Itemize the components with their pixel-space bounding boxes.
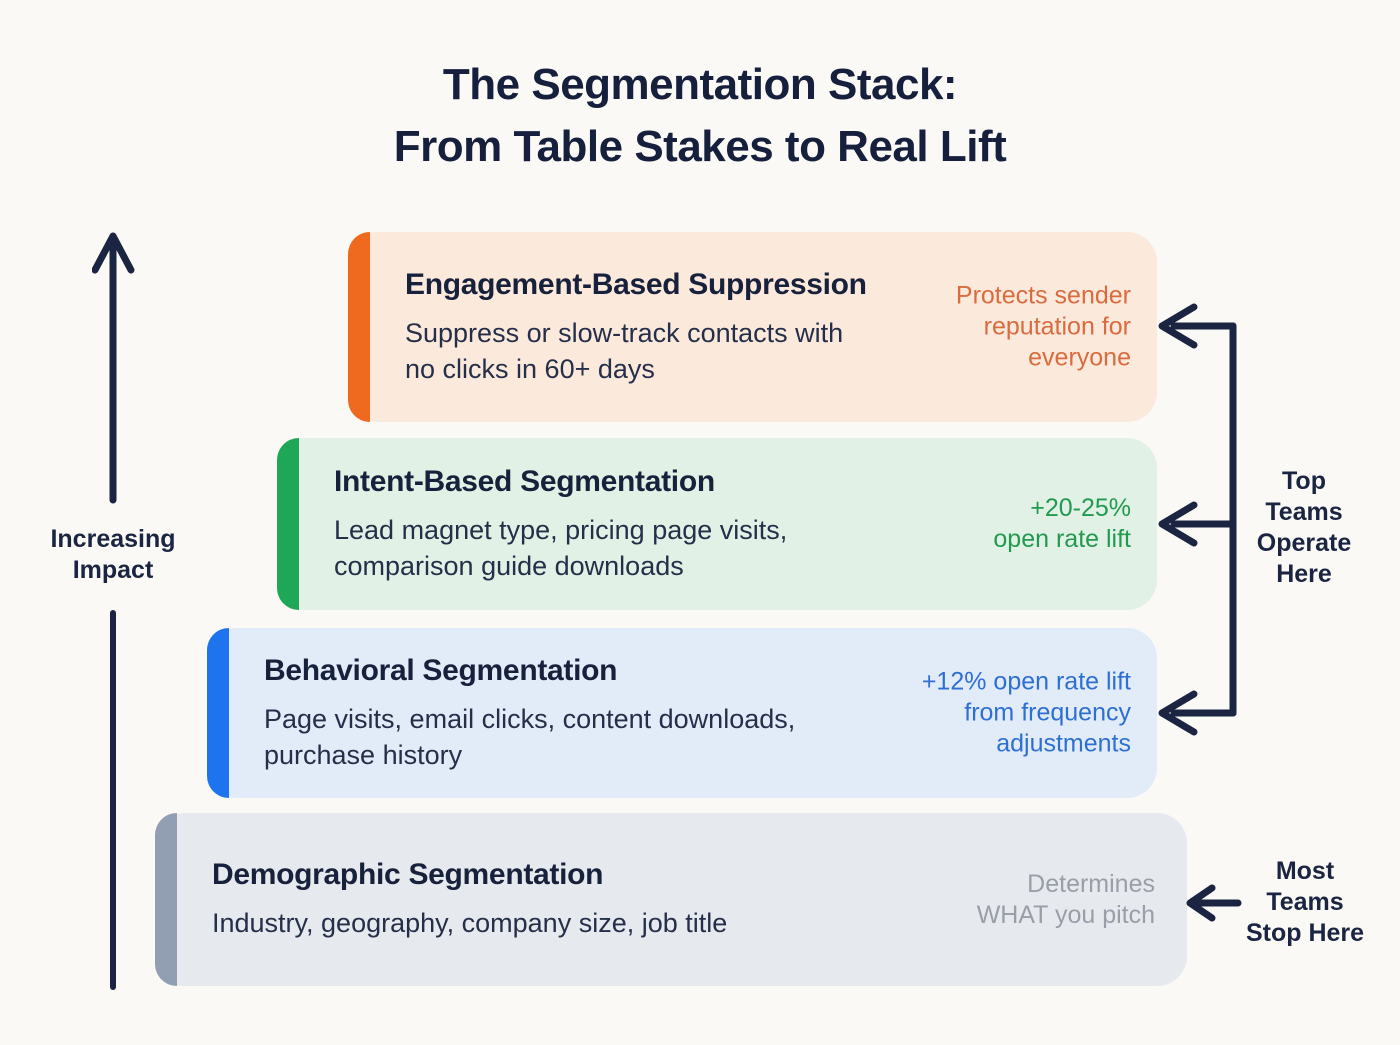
top-teams-label-line: Top bbox=[1282, 467, 1326, 495]
layer-note-line: everyone bbox=[1028, 343, 1131, 372]
accent-bar-orange bbox=[348, 232, 370, 422]
most-teams-label: Most Teams Stop Here bbox=[1245, 856, 1365, 949]
layer-title: Intent-Based Segmentation bbox=[334, 464, 715, 498]
layer-note: +12% open rate lift from frequency adjus… bbox=[922, 667, 1131, 760]
layer-note-line: reputation for bbox=[983, 312, 1131, 341]
top-teams-label-line: Here bbox=[1276, 560, 1332, 588]
top-teams-bracket-arrows-icon bbox=[1158, 303, 1237, 736]
accent-bar-green bbox=[277, 438, 299, 610]
layer-note: +20-25% open rate lift bbox=[993, 493, 1131, 555]
layer-title: Demographic Segmentation bbox=[212, 858, 604, 891]
layer-note-line: open rate lift bbox=[993, 525, 1131, 553]
increasing-impact-arrow-icon bbox=[92, 232, 135, 504]
layer-note-line: adjustments bbox=[996, 729, 1131, 758]
top-teams-label: Top Teams Operate Here bbox=[1252, 466, 1356, 590]
accent-bar-gray bbox=[155, 813, 177, 986]
layer-note: Determines WHAT you pitch bbox=[977, 869, 1155, 931]
layer-description: Lead magnet type, pricing page visits, c… bbox=[334, 512, 887, 584]
accent-bar-blue bbox=[207, 628, 229, 798]
layer-description-line: Page visits, email clicks, content downl… bbox=[264, 703, 796, 734]
increasing-impact-label-line-1: Increasing bbox=[50, 525, 176, 553]
layer-description-line: no clicks in 60+ days bbox=[405, 353, 655, 384]
layer-description: Industry, geography, company size, job t… bbox=[212, 905, 917, 941]
top-teams-label-line: Operate bbox=[1256, 529, 1352, 557]
layer-note-line: +20-25% bbox=[1030, 494, 1131, 522]
layer-card-behavioral-segmentation: Behavioral Segmentation Page visits, ema… bbox=[207, 628, 1157, 798]
layer-note-line: WHAT you pitch bbox=[976, 900, 1155, 929]
layer-description-line: comparison guide downloads bbox=[334, 550, 684, 581]
layer-note-line: Protects sender bbox=[955, 281, 1131, 310]
most-teams-label-line: Stop Here bbox=[1245, 919, 1365, 947]
layer-note-line: Determines bbox=[1027, 869, 1155, 898]
layer-title: Behavioral Segmentation bbox=[264, 653, 618, 687]
layer-note: Protects sender reputation for everyone bbox=[956, 281, 1131, 374]
layer-card-engagement-suppression: Engagement-Based Suppression Suppress or… bbox=[348, 232, 1157, 422]
layer-description-line: Suppress or slow-track contacts with bbox=[405, 317, 844, 348]
layer-note-line: from frequency bbox=[964, 698, 1131, 727]
page-title-line-1: The Segmentation Stack: bbox=[442, 60, 958, 109]
most-teams-label-line: Most bbox=[1275, 857, 1335, 885]
layer-title: Engagement-Based Suppression bbox=[405, 267, 867, 301]
layer-card-demographic-segmentation: Demographic Segmentation Industry, geogr… bbox=[155, 813, 1187, 986]
layer-description-line: purchase history bbox=[264, 739, 463, 770]
page-title-line-2: From Table Stakes to Real Lift bbox=[393, 122, 1007, 171]
layer-note-line: +12% open rate lift bbox=[921, 667, 1131, 696]
layer-card-intent-segmentation: Intent-Based Segmentation Lead magnet ty… bbox=[277, 438, 1157, 610]
layer-description: Suppress or slow-track contacts with no … bbox=[405, 315, 887, 387]
page-title: The Segmentation Stack: From Table Stake… bbox=[0, 54, 1400, 178]
increasing-impact-label-line-2: Impact bbox=[72, 556, 154, 584]
layer-description-line: Industry, geography, company size, job t… bbox=[212, 908, 728, 938]
increasing-impact-label: Increasing Impact bbox=[28, 524, 198, 586]
impact-axis-line bbox=[110, 610, 116, 990]
layer-description-line: Lead magnet type, pricing page visits, bbox=[334, 514, 788, 545]
most-teams-arrow-icon bbox=[1186, 884, 1242, 922]
top-teams-label-line: Teams bbox=[1265, 498, 1343, 526]
most-teams-label-line: Teams bbox=[1266, 888, 1344, 916]
layer-description: Page visits, email clicks, content downl… bbox=[264, 701, 887, 773]
